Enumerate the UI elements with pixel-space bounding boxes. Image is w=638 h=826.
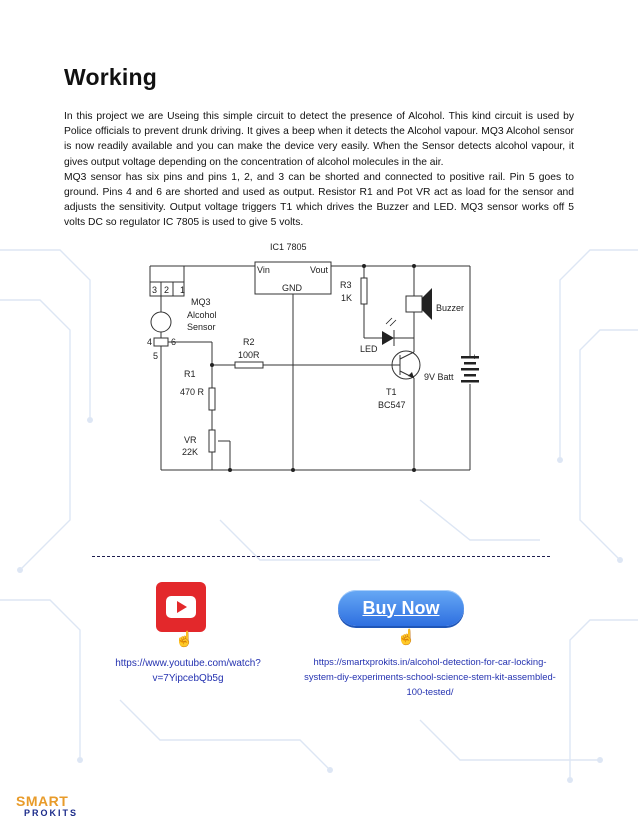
- pin-1-label: 1: [180, 285, 185, 295]
- battery-plus: +: [472, 352, 477, 362]
- r3-value: 1K: [341, 293, 352, 303]
- vr-value: 22K: [182, 447, 198, 457]
- pin-6-label: 6: [171, 337, 176, 347]
- r1-value: 470 R: [180, 387, 205, 397]
- ic-vin-label: Vin: [257, 265, 270, 275]
- hand-pointer-icon: ☝: [397, 629, 416, 646]
- ic-gnd-label: GND: [282, 283, 303, 293]
- vr-name: VR: [184, 435, 197, 445]
- youtube-play-icon[interactable]: [156, 582, 206, 632]
- pin-3-label: 3: [152, 285, 157, 295]
- buy-now-link[interactable]: https://smartxprokits.in/alcohol-detecti…: [304, 656, 556, 697]
- r2-name: R2: [243, 337, 255, 347]
- pin-2-label: 2: [164, 285, 169, 295]
- r1-name: R1: [184, 369, 196, 379]
- ic-vout-label: Vout: [310, 265, 329, 275]
- page-title: Working: [64, 64, 157, 90]
- buy-now-button[interactable]: Buy Now: [338, 590, 464, 626]
- body-text: In this project we are Useing this simpl…: [64, 109, 574, 231]
- pin-5-label: 5: [153, 351, 158, 361]
- sensor-line-1: Alcohol: [187, 310, 217, 320]
- ic-label: IC1 7805: [270, 242, 307, 252]
- section-divider: [92, 556, 550, 557]
- transistor-name: T1: [386, 387, 397, 397]
- paragraph-details: MQ3 sensor has six pins and pins 1, 2, a…: [64, 171, 574, 229]
- paragraph-intro: In this project we are Useing this simpl…: [64, 111, 574, 168]
- hand-pointer-icon: ☝: [175, 631, 194, 648]
- r2-value: 100R: [238, 350, 260, 360]
- pin-4-label: 4: [147, 337, 152, 347]
- battery-label: 9V Batt: [424, 372, 454, 382]
- sensor-name: MQ3: [191, 297, 211, 307]
- r3-name: R3: [340, 280, 352, 290]
- sensor-line-2: Sensor: [187, 322, 216, 332]
- transistor-part: BC547: [378, 400, 406, 410]
- youtube-link[interactable]: https://www.youtube.com/watch? v=7Yipceb…: [115, 658, 261, 684]
- led-label: LED: [360, 344, 378, 354]
- buzzer-label: Buzzer: [436, 303, 464, 313]
- circuit-diagram: IC1 7805 Vin Vout GND 3 2 1 4 5 6 MQ3 Al…: [147, 242, 479, 472]
- smartx-prokits-logo: SMART PROKITS: [16, 793, 79, 818]
